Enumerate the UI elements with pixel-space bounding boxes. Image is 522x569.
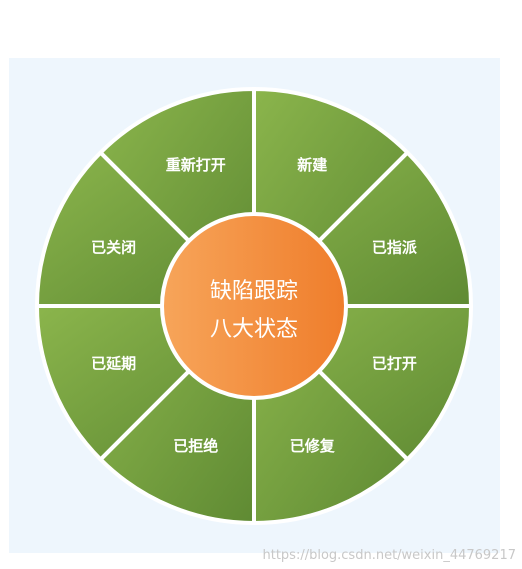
center-title-line-2: 八大状态 xyxy=(210,317,298,342)
status-label: 已指派 xyxy=(372,238,418,256)
status-label: 已关闭 xyxy=(91,238,136,256)
center-circle xyxy=(160,212,348,400)
center-title-line-1: 缺陷跟踪 xyxy=(210,279,298,304)
watermark: https://blog.csdn.net/weixin_44769217 xyxy=(262,548,516,563)
status-label: 已延期 xyxy=(91,355,136,373)
status-label: 重新打开 xyxy=(166,156,226,174)
status-label: 已拒绝 xyxy=(173,437,218,455)
status-label: 新建 xyxy=(297,156,328,174)
status-label: 已修复 xyxy=(290,437,336,455)
status-label: 已打开 xyxy=(372,355,417,373)
